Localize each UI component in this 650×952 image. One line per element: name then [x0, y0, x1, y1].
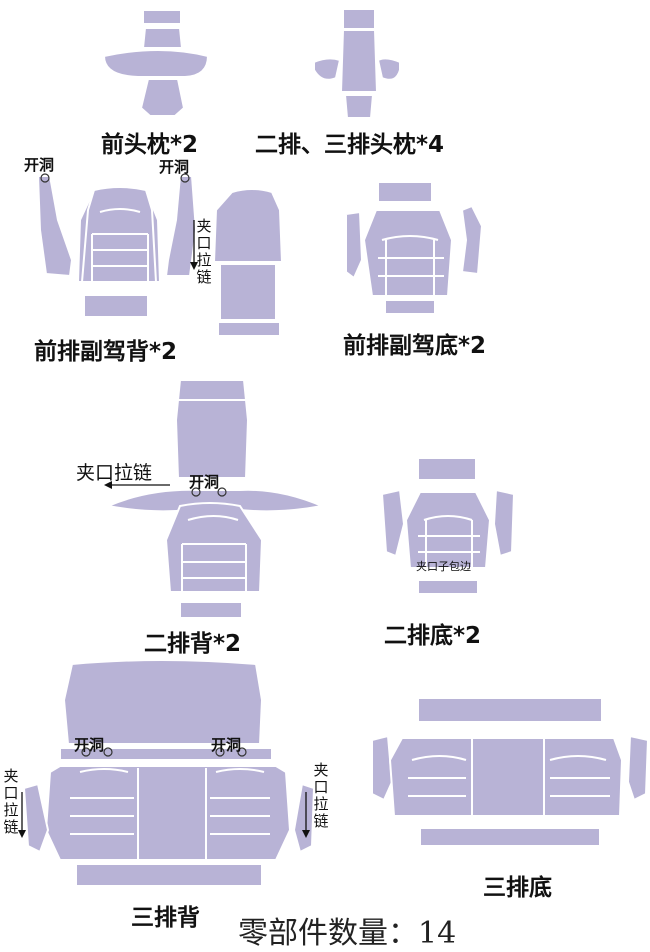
- note-hole: 开洞: [159, 158, 190, 176]
- label-row3-bottom: 三排底: [483, 875, 552, 901]
- label-row2-back: 二排背*2: [144, 631, 242, 657]
- row3-back-pieces: [18, 659, 316, 887]
- label-row2-bottom: 二排底*2: [384, 623, 482, 649]
- label-front-back: 前排副驾背*2: [34, 339, 178, 365]
- note-zipper-horizontal: 夹口拉链: [76, 462, 153, 484]
- label-rear-headrest: 二排、三排头枕*4: [255, 132, 445, 158]
- row3-bottom-pieces: [371, 697, 650, 847]
- note-binding: 夹口子包边: [416, 560, 471, 573]
- row2-bottom-pieces: [380, 457, 516, 595]
- note-hole: 开洞: [24, 156, 55, 174]
- label-row3-back: 三排背: [131, 905, 200, 931]
- front-back-pieces: [36, 173, 284, 337]
- note-hole: 开洞: [211, 736, 242, 754]
- row2-back-pieces: [104, 379, 326, 619]
- front-bottom-pieces: [345, 181, 484, 315]
- note-zipper-vertical: 夹 口 拉 链: [3, 767, 19, 836]
- total-part-count: 零部件数量：14: [238, 916, 457, 951]
- note-zipper-vertical: 夹 口 拉 链: [196, 217, 212, 286]
- note-hole: 开洞: [189, 473, 220, 491]
- front-headrest-pieces: [102, 9, 210, 117]
- label-front-bottom: 前排副驾底*2: [343, 333, 487, 359]
- note-hole: 开洞: [74, 736, 105, 754]
- label-front-headrest: 前头枕*2: [101, 132, 199, 158]
- rear-headrest-pieces: [313, 8, 401, 119]
- note-zipper-vertical: 夹 口 拉 链: [313, 761, 329, 830]
